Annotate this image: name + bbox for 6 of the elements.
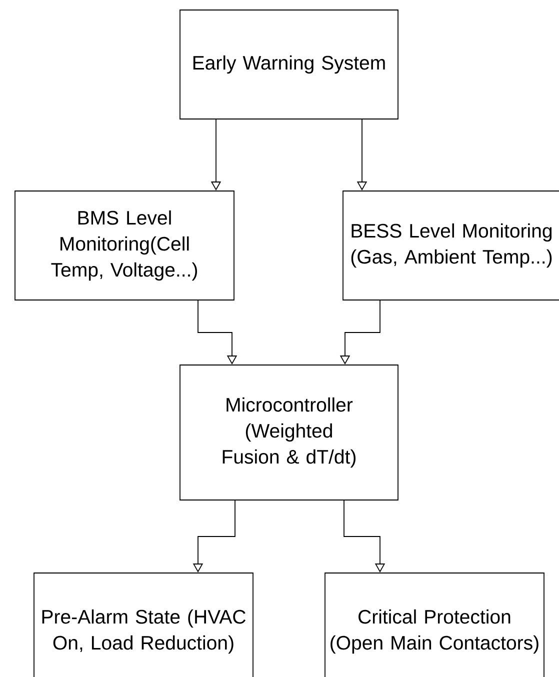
process-box: Critical Protection (Open Main Contactors) [324, 572, 544, 677]
process-box: Pre-Alarm State (HVAC On, Load Reduction) [34, 572, 254, 677]
process-box: BMS Level Monitoring(Cell Temp, Voltage...) [14, 190, 234, 300]
process-box: Microcontroller (Weighted Fusion & dT/dt) [180, 364, 398, 500]
process-box: Early Warning System [180, 10, 398, 120]
process-box: BESS Level Monitoring (Gas, Ambient Temp...) [342, 190, 559, 300]
